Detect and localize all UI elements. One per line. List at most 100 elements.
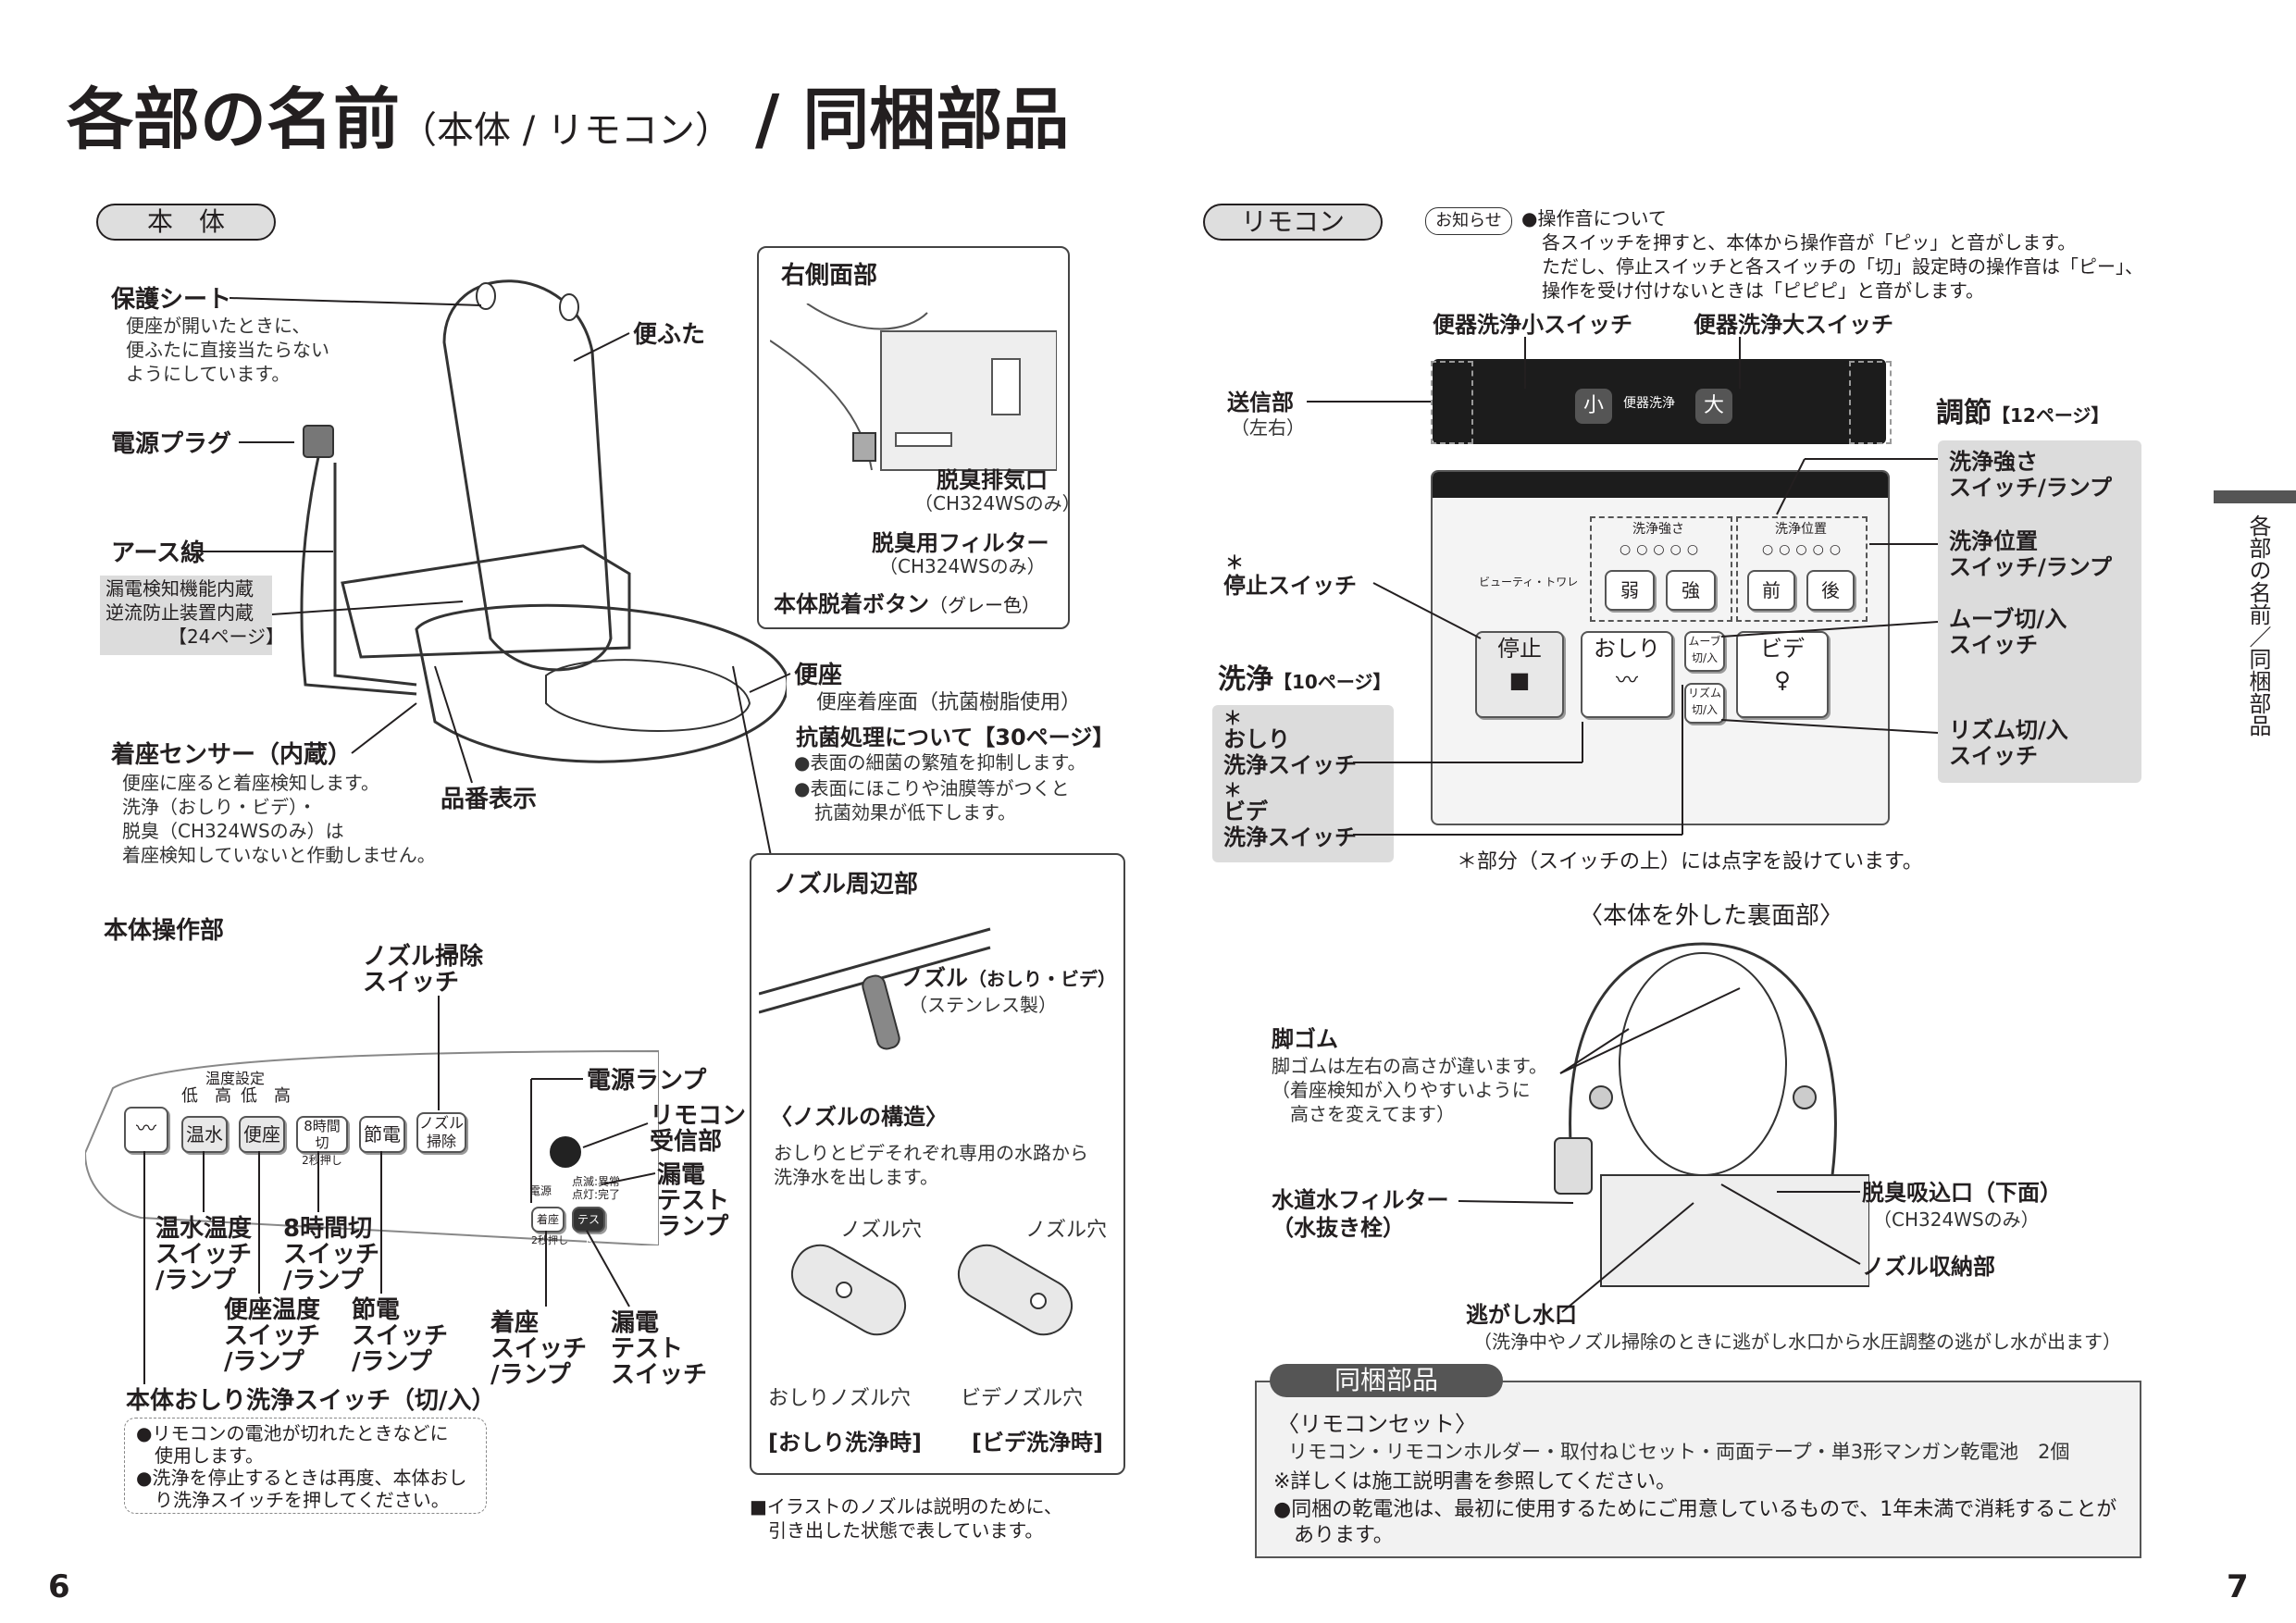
seat-label: 便座 [794,662,843,689]
nozzle-title: ノズル周辺部 [774,871,919,898]
strength-lamps: ○○○○○ [1620,542,1705,557]
remote-receiver [550,1136,581,1168]
weak-button[interactable]: 弱 [1605,570,1655,611]
saving-label-2: スイッチ [352,1322,449,1350]
leak-lamp-label-1: 漏電 [657,1161,706,1189]
included-heading: 同梱部品 [1270,1364,1503,1397]
nozzle-box: ノズル周辺部 ノズル（おしり・ビデ） （ステンレス製） 〈ノズルの構造〉 おしり… [750,853,1125,1475]
oshiri-sw-label: 本体おしり洗浄スイッチ（切/入） [126,1387,496,1415]
oshiri-label-2: 洗浄スイッチ [1223,752,1357,778]
small-abnormal-label: 点滅:異常 [572,1175,621,1188]
leak-test-button[interactable]: テスト [572,1207,605,1248]
move-button[interactable]: ムーブ切/入 [1684,631,1725,672]
seat-sw-label-3: /ランプ [490,1361,571,1389]
filter-note: （CH324WSのみ） [879,555,1046,577]
leak-box-line-3: 【24ページ】 [168,626,285,648]
position-label-1: 洗浄位置 [1949,528,2038,554]
battery-note-1: ●同梱の乾電池は、最初に使用するためにご用意しているもので、1年未満で消耗するこ… [1273,1498,2117,1521]
feet-desc-1: 脚ゴムは左右の高さが違います。 [1272,1055,1547,1077]
seat-cover-desc-3: ようにしています。 [126,363,291,385]
strength-box-label: 洗浄強さ [1632,522,1684,537]
strength-group: 洗浄強さ ○○○○○ 弱 強 [1590,516,1732,622]
rhythm-button[interactable]: リズム切/入 [1684,683,1725,724]
body-oshiri-button[interactable]: 〰 [124,1107,168,1153]
small-2s-label: 2秒押し [531,1234,568,1246]
seat-cover-desc-1: 便座が開いたときに、 [126,315,311,337]
nozzle-clean-button[interactable]: ノズル掃除 [416,1112,466,1153]
sensor-desc-4: 着座検知していないと作動しません。 [122,844,436,866]
seat-cover-desc-2: 便ふたに直接当たらない [126,339,329,361]
braille-note: ＊部分（スイッチの上）には点字を設けています。 [1457,850,1923,873]
power-lamp-label: 電源ランプ [587,1067,707,1095]
adjust-box: 洗浄強さ スイッチ/ランプ 洗浄位置 スイッチ/ランプ ムーブ切/入 スイッチ … [1938,440,2141,783]
small-complete-label: 点灯:完了 [572,1188,621,1201]
leak-sw-label-3: スイッチ [611,1361,708,1389]
antibac-title: 抗菌処理について【30ページ】 [796,725,1115,750]
seat-button[interactable]: 着座 [531,1207,565,1233]
bidet-label-1: ビデ [1223,799,1268,824]
leak-sw-label-1: 漏電 [611,1309,660,1337]
remote-small-flush-button[interactable]: 小 [1575,389,1612,424]
water-temp-label-1: 温水温度 [155,1215,253,1243]
relief-desc: （洗浄中やノズル掃除のときに逃がし水口から水圧調整の逃がし水が出ます） [1473,1331,2121,1353]
antibac-item-2: ●表面にほこりや油膜等がつくと [794,777,1070,799]
antibac-item-1: ●表面の細菌の繁殖を抑制します。 [794,751,1086,774]
filter-label: 脱臭用フィルター [872,530,1049,556]
leak-lamp-label-2: テスト [657,1187,730,1215]
temp-low-1: 低 [181,1086,198,1106]
feet-desc-3: 高さを変えてます） [1272,1103,1455,1125]
intake-note: （CH324WSのみ） [1873,1208,2040,1231]
nozzle-struct-desc-2: 洗浄水を出します。 [774,1166,938,1188]
transmitter-label: 送信部 [1227,390,1294,415]
seat-temp-label-3: /ランプ [224,1348,304,1376]
right-side-illustration [770,304,1057,471]
strength-label-2: スイッチ/ランプ [1949,475,2113,501]
right-side-box: 右側面部 脱臭排気口 （CH324WSのみ） 脱臭用フィルター （CH324WS… [757,246,1081,629]
seat-temp-button[interactable]: 便座 [239,1116,285,1153]
small-flush-label: 便器洗浄小スイッチ [1433,312,1632,338]
nozzle-note-2: 引き出した状態で表しています。 [750,1519,1044,1542]
nozzle-store-label: ノズル収納部 [1862,1254,1995,1280]
seat-desc: 便座着座面（抗菌樹脂使用） [816,691,1082,714]
power-cable-illustration [300,425,417,696]
side-tab-label: 各部の名前／同梱部品 [2245,514,2271,737]
sensor-desc-3: 脱臭（CH324WSのみ）は [122,820,344,842]
remote-rx-label-2: 受信部 [650,1128,723,1156]
beauty-label: ビューティ・トワレ [1479,576,1579,588]
water-filter-label-1: 水道水フィルター [1272,1187,1449,1213]
water-temp-button[interactable]: 温水 [181,1116,228,1153]
stop-button[interactable]: 停止■ [1475,631,1564,718]
oshiri-button[interactable]: おしり〰 [1581,631,1673,718]
nozzle-note-1: ■イラストのノズルは説明のために、 [750,1495,1062,1518]
lid-label: 便ふた [633,321,706,349]
adjust-label: 調節【12ページ】 [1936,397,2110,429]
release-label: 本体脱着ボタン（グレー色） [774,591,1040,617]
right-side-title: 右側面部 [781,262,878,290]
position-lamps: ○○○○○ [1762,542,1847,557]
included-box: 〈リモコンセット〉 リモコン・リモコンホルダー・取付ねじセット・両面テープ・単3… [1255,1381,2141,1558]
included-ref: ※詳しくは施工説明書を参照してください。 [1273,1470,1677,1493]
stop-star: ＊ [1225,551,1244,574]
stop-label: 停止スイッチ [1223,573,1357,599]
leak-box-line-1: 漏電検知機能内蔵 [105,577,254,600]
body-heading: 本 体 [96,204,276,241]
nozzle-hole-1: ノズル穴 [840,1219,923,1242]
remote-large-flush-button[interactable]: 大 [1695,389,1732,424]
timer8-label-1: 8時間切 [283,1215,373,1243]
leak-box-line-2: 逆流防止装置内蔵 [105,601,254,624]
back-button[interactable]: 後 [1806,570,1855,611]
strong-button[interactable]: 強 [1666,570,1716,611]
leak-box: 漏電検知機能内蔵 逆流防止装置内蔵 【24ページ】 [100,576,284,655]
antibac-item-3: 抗菌効果が低下します。 [814,801,1016,824]
feet-desc-2: （着座検知が入りやすいように [1272,1079,1531,1101]
remote-heading: リモコン [1203,204,1383,241]
bidet-label-2: 洗浄スイッチ [1223,824,1357,850]
seat-sw-label-1: 着座 [490,1309,540,1337]
move-label-2: スイッチ [1949,632,2038,658]
front-button[interactable]: 前 [1747,570,1795,611]
notice-4: 操作を受け付けないときは「ピピピ」と音がします。 [1542,279,1984,302]
